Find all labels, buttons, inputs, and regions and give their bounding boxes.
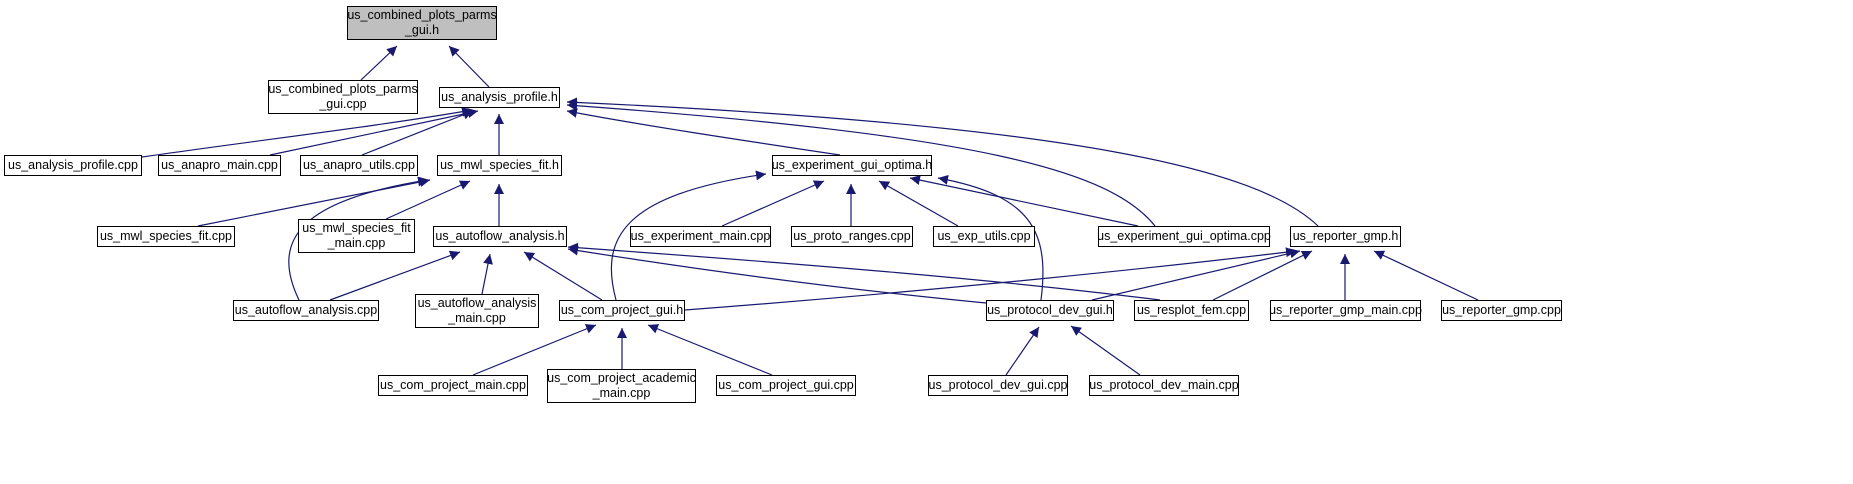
node-label: us_mwl_species_fit.h bbox=[440, 158, 559, 172]
edge-rgmp-cpp-to-rgmp-h bbox=[1373, 250, 1479, 301]
edge-pd-main-to-pdg-h bbox=[1070, 325, 1141, 376]
edge-expgo-cpp-to-ap-h bbox=[566, 100, 1156, 227]
edge-anapro-main-to-ap-h bbox=[269, 108, 479, 156]
node-label: us_analysis_profile.h bbox=[441, 90, 558, 104]
node-us-anapro-utils-cpp[interactable]: us_anapro_utils.cpp bbox=[300, 155, 418, 176]
node-label: us_anapro_main.cpp bbox=[161, 158, 278, 172]
node-label: us_com_project_gui.h bbox=[560, 303, 684, 317]
node-label: us_reporter_gmp.cpp bbox=[1442, 303, 1561, 317]
edge-ap-cpp-to-ap-h bbox=[141, 106, 473, 158]
node-us-autoflow-analysis-main-cpp[interactable]: us_autoflow_analysis _main.cpp bbox=[415, 294, 539, 328]
node-us-experiment-main-cpp[interactable]: us_experiment_main.cpp bbox=[630, 226, 771, 247]
node-us-mwl-species-fit-cpp[interactable]: us_mwl_species_fit.cpp bbox=[97, 226, 235, 247]
node-us-protocol-dev-gui-h[interactable]: us_protocol_dev_gui.h bbox=[986, 300, 1114, 321]
node-us-anapro-main-cpp[interactable]: us_anapro_main.cpp bbox=[158, 155, 281, 176]
node-us-exp-utils-cpp[interactable]: us_exp_utils.cpp bbox=[933, 226, 1035, 247]
node-us-com-project-academic-main-cpp[interactable]: us_com_project_academic _main.cpp bbox=[547, 369, 696, 403]
node-us-reporter-gmp-h[interactable]: us_reporter_gmp.h bbox=[1290, 226, 1401, 247]
node-label: us_resplot_fem.cpp bbox=[1136, 303, 1247, 317]
node-label: us_combined_plots_parms bbox=[347, 8, 497, 22]
node-us-reporter-gmp-main-cpp[interactable]: us_reporter_gmp_main.cpp bbox=[1269, 300, 1422, 321]
node-label: us_experiment_gui_optima.cpp bbox=[1097, 229, 1271, 243]
edge-pdg-h-to-expgo-h bbox=[937, 174, 1044, 301]
node-us-com-project-gui-cpp[interactable]: us_com_project_gui.cpp bbox=[716, 375, 856, 396]
edge-resplot-to-rgmp-h bbox=[1212, 250, 1313, 301]
node-label: us_protocol_dev_gui.cpp bbox=[928, 378, 1068, 392]
edge-cpg-h-to-afa-h bbox=[523, 251, 603, 301]
edge-exp-main-to-expgo-h bbox=[721, 180, 825, 227]
node-label: us_anapro_utils.cpp bbox=[303, 158, 415, 172]
node-label: us_protocol_dev_main.cpp bbox=[1089, 378, 1239, 392]
node-label: us_mwl_species_fit.cpp bbox=[99, 229, 232, 243]
node-label: us_autoflow_analysis.h bbox=[435, 229, 565, 243]
node-label: _gui.h bbox=[404, 23, 440, 37]
node-label: us_proto_ranges.cpp bbox=[793, 229, 911, 243]
node-us-protocol-dev-gui-cpp[interactable]: us_protocol_dev_gui.cpp bbox=[928, 375, 1068, 396]
edge-resplot-to-afa-h bbox=[567, 242, 1161, 301]
node-label: us_autoflow_analysis.cpp bbox=[234, 303, 378, 317]
node-us-experiment-gui-optima-h[interactable]: us_experiment_gui_optima.h bbox=[772, 155, 932, 176]
node-label: us_experiment_gui_optima.h bbox=[771, 158, 933, 172]
edge-cp-main-to-cpg-h bbox=[472, 324, 597, 376]
node-label: us_com_project_gui.cpp bbox=[718, 378, 854, 392]
edge-mwl-main-to-mwl-h bbox=[385, 180, 471, 220]
node-us-com-project-gui-h[interactable]: us_com_project_gui.h bbox=[559, 300, 685, 321]
edge-rgmp-h-to-ap-h bbox=[566, 97, 1319, 227]
edge-cp-gui-cpp-to-cpg-h bbox=[647, 324, 773, 376]
edge-cpg-cpp-to-root bbox=[360, 45, 398, 81]
edge-expgo-cpp-to-expgo-h bbox=[909, 175, 1139, 227]
node-us-mwl-species-fit-main-cpp[interactable]: us_mwl_species_fit _main.cpp bbox=[298, 219, 415, 253]
edge-afa-cpp-to-afa-h bbox=[329, 250, 461, 301]
node-label: us_reporter_gmp.h bbox=[1292, 229, 1399, 243]
node-us-protocol-dev-main-cpp[interactable]: us_protocol_dev_main.cpp bbox=[1089, 375, 1239, 396]
node-label: _gui.cpp bbox=[319, 97, 367, 111]
node-us-com-project-main-cpp[interactable]: us_com_project_main.cpp bbox=[378, 375, 528, 396]
node-us-combined-plots-parms-gui-cpp[interactable]: us_combined_plots_parms _gui.cpp bbox=[268, 80, 418, 114]
edge-expgo-h-to-ap-h bbox=[566, 107, 841, 156]
edge-pdg-cpp-to-pdg-h bbox=[1005, 326, 1040, 376]
node-label: _main.cpp bbox=[327, 236, 386, 250]
edge-pdg-h-to-rgmp-h bbox=[1091, 248, 1301, 301]
node-us-proto-ranges-cpp[interactable]: us_proto_ranges.cpp bbox=[791, 226, 913, 247]
node-us-autoflow-analysis-h[interactable]: us_autoflow_analysis.h bbox=[433, 226, 567, 247]
edge-exp-utils-to-expgo-h bbox=[878, 180, 959, 227]
node-label: us_mwl_species_fit bbox=[302, 221, 411, 235]
node-us-reporter-gmp-cpp[interactable]: us_reporter_gmp.cpp bbox=[1441, 300, 1562, 321]
node-us-resplot-fem-cpp[interactable]: us_resplot_fem.cpp bbox=[1134, 300, 1249, 321]
edge-mwl-cpp-to-mwl-h bbox=[197, 177, 431, 227]
edge-anapro-utils-to-ap-h bbox=[361, 110, 474, 156]
node-label: us_experiment_main.cpp bbox=[630, 229, 771, 243]
node-us-analysis-profile-h[interactable]: us_analysis_profile.h bbox=[439, 87, 560, 108]
node-label: us_analysis_profile.cpp bbox=[8, 158, 138, 172]
node-label: us_com_project_main.cpp bbox=[380, 378, 526, 392]
edge-cpg-h-to-rgmp-h bbox=[684, 247, 1297, 311]
node-us-combined-plots-parms-gui-h: us_combined_plots_parms _gui.h bbox=[347, 6, 497, 40]
node-us-mwl-species-fit-h[interactable]: us_mwl_species_fit.h bbox=[437, 155, 562, 176]
node-label: us_exp_utils.cpp bbox=[937, 229, 1031, 243]
edge-cpg-h-to-expgo-h bbox=[610, 170, 767, 301]
node-us-autoflow-analysis-cpp[interactable]: us_autoflow_analysis.cpp bbox=[233, 300, 379, 321]
edge-afa-main-to-afa-h bbox=[481, 253, 493, 295]
node-label: us_combined_plots_parms bbox=[268, 82, 418, 96]
node-us-experiment-gui-optima-cpp[interactable]: us_experiment_gui_optima.cpp bbox=[1097, 226, 1271, 247]
edge-ap-h-to-root bbox=[448, 45, 490, 88]
node-label: us_com_project_academic bbox=[547, 371, 696, 385]
node-us-analysis-profile-cpp[interactable]: us_analysis_profile.cpp bbox=[4, 155, 142, 176]
node-label: us_autoflow_analysis bbox=[417, 296, 537, 310]
node-label: _main.cpp bbox=[592, 386, 651, 400]
node-label: us_protocol_dev_gui.h bbox=[987, 303, 1113, 317]
edge-pdg-h-to-afa-h bbox=[567, 245, 987, 304]
node-label: _main.cpp bbox=[448, 311, 506, 325]
node-label: us_reporter_gmp_main.cpp bbox=[1269, 303, 1422, 317]
